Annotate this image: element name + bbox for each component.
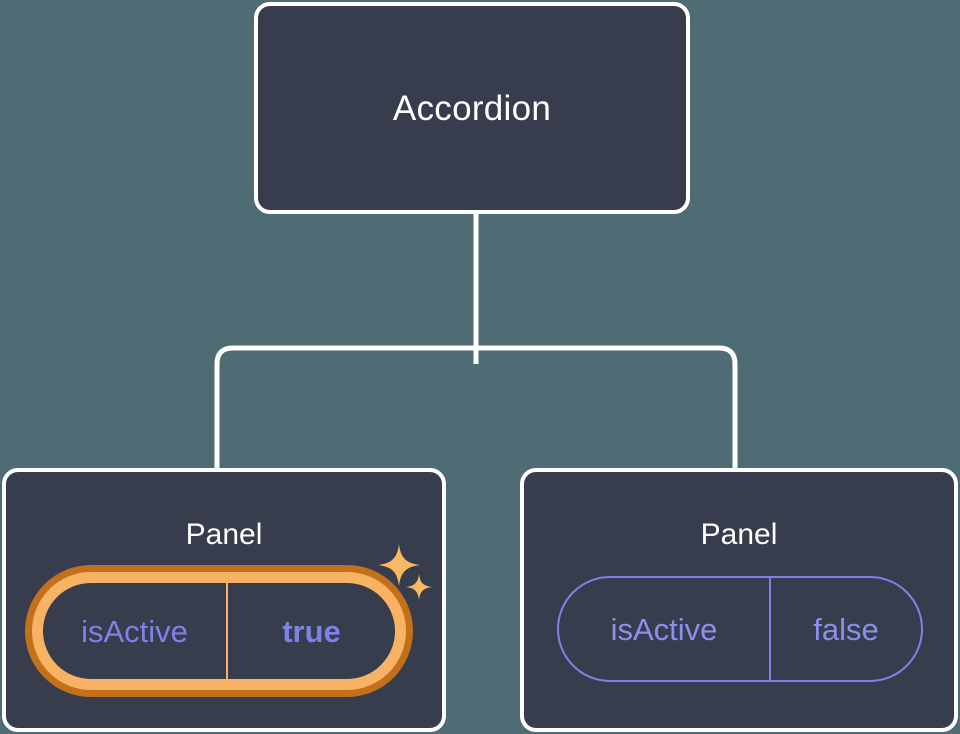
- prop-value: true: [226, 583, 395, 679]
- sparkle-large-icon: [378, 544, 420, 586]
- prop-pill-isactive-true[interactable]: isActive true: [32, 572, 406, 690]
- sparkle-small-icon: [406, 574, 432, 600]
- prop-pill-active-wrapper: isActive true: [32, 572, 406, 690]
- sparkle-group: [378, 544, 440, 614]
- node-panel-active-label: Panel: [185, 518, 263, 551]
- prop-name: isActive: [81, 613, 188, 649]
- prop-pill-inactive-wrapper: isActive false: [557, 576, 923, 682]
- node-panel-inactive[interactable]: Panel isActive false: [520, 468, 958, 732]
- node-accordion-label: Accordion: [392, 88, 552, 128]
- node-panel-active[interactable]: Panel isActive true: [2, 468, 446, 732]
- node-accordion[interactable]: Accordion: [254, 2, 690, 214]
- prop-pill-isactive-false[interactable]: isActive false: [557, 576, 923, 682]
- prop-name: isActive: [610, 611, 718, 647]
- connector-bus: [214, 345, 738, 468]
- node-panel-inactive-label: Panel: [700, 518, 778, 551]
- prop-value: false: [768, 578, 921, 680]
